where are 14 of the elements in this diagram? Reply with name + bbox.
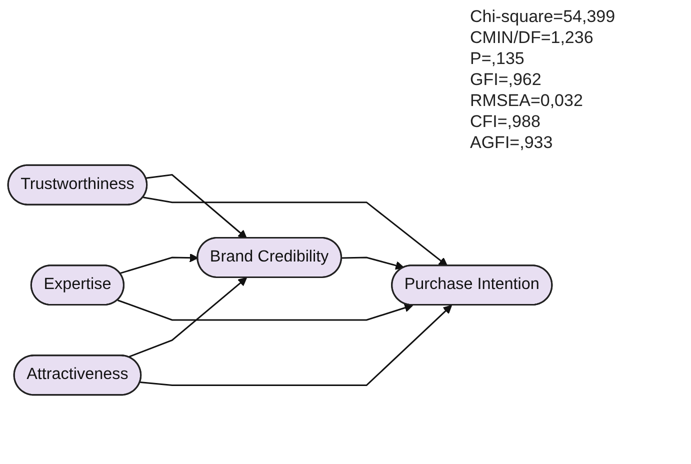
fit-statistic: CFI=,988: [470, 111, 542, 132]
arrow: [128, 277, 248, 358]
arrow: [342, 256, 404, 270]
fit-statistic: Chi-square=54,399: [470, 6, 616, 27]
fit-statistic: GFI=,962: [470, 69, 542, 90]
fit-statistic: P=,135: [470, 48, 526, 69]
arrow: [117, 300, 414, 321]
arrow: [120, 253, 198, 274]
arrow: [146, 174, 248, 239]
arrow: [140, 304, 452, 386]
arrow: [143, 196, 448, 266]
fit-statistic: AGFI=,933: [470, 132, 554, 153]
fit-statistic: RMSEA=0,032: [470, 90, 584, 111]
fit-statistic: CMIN/DF=1,236: [470, 27, 594, 48]
